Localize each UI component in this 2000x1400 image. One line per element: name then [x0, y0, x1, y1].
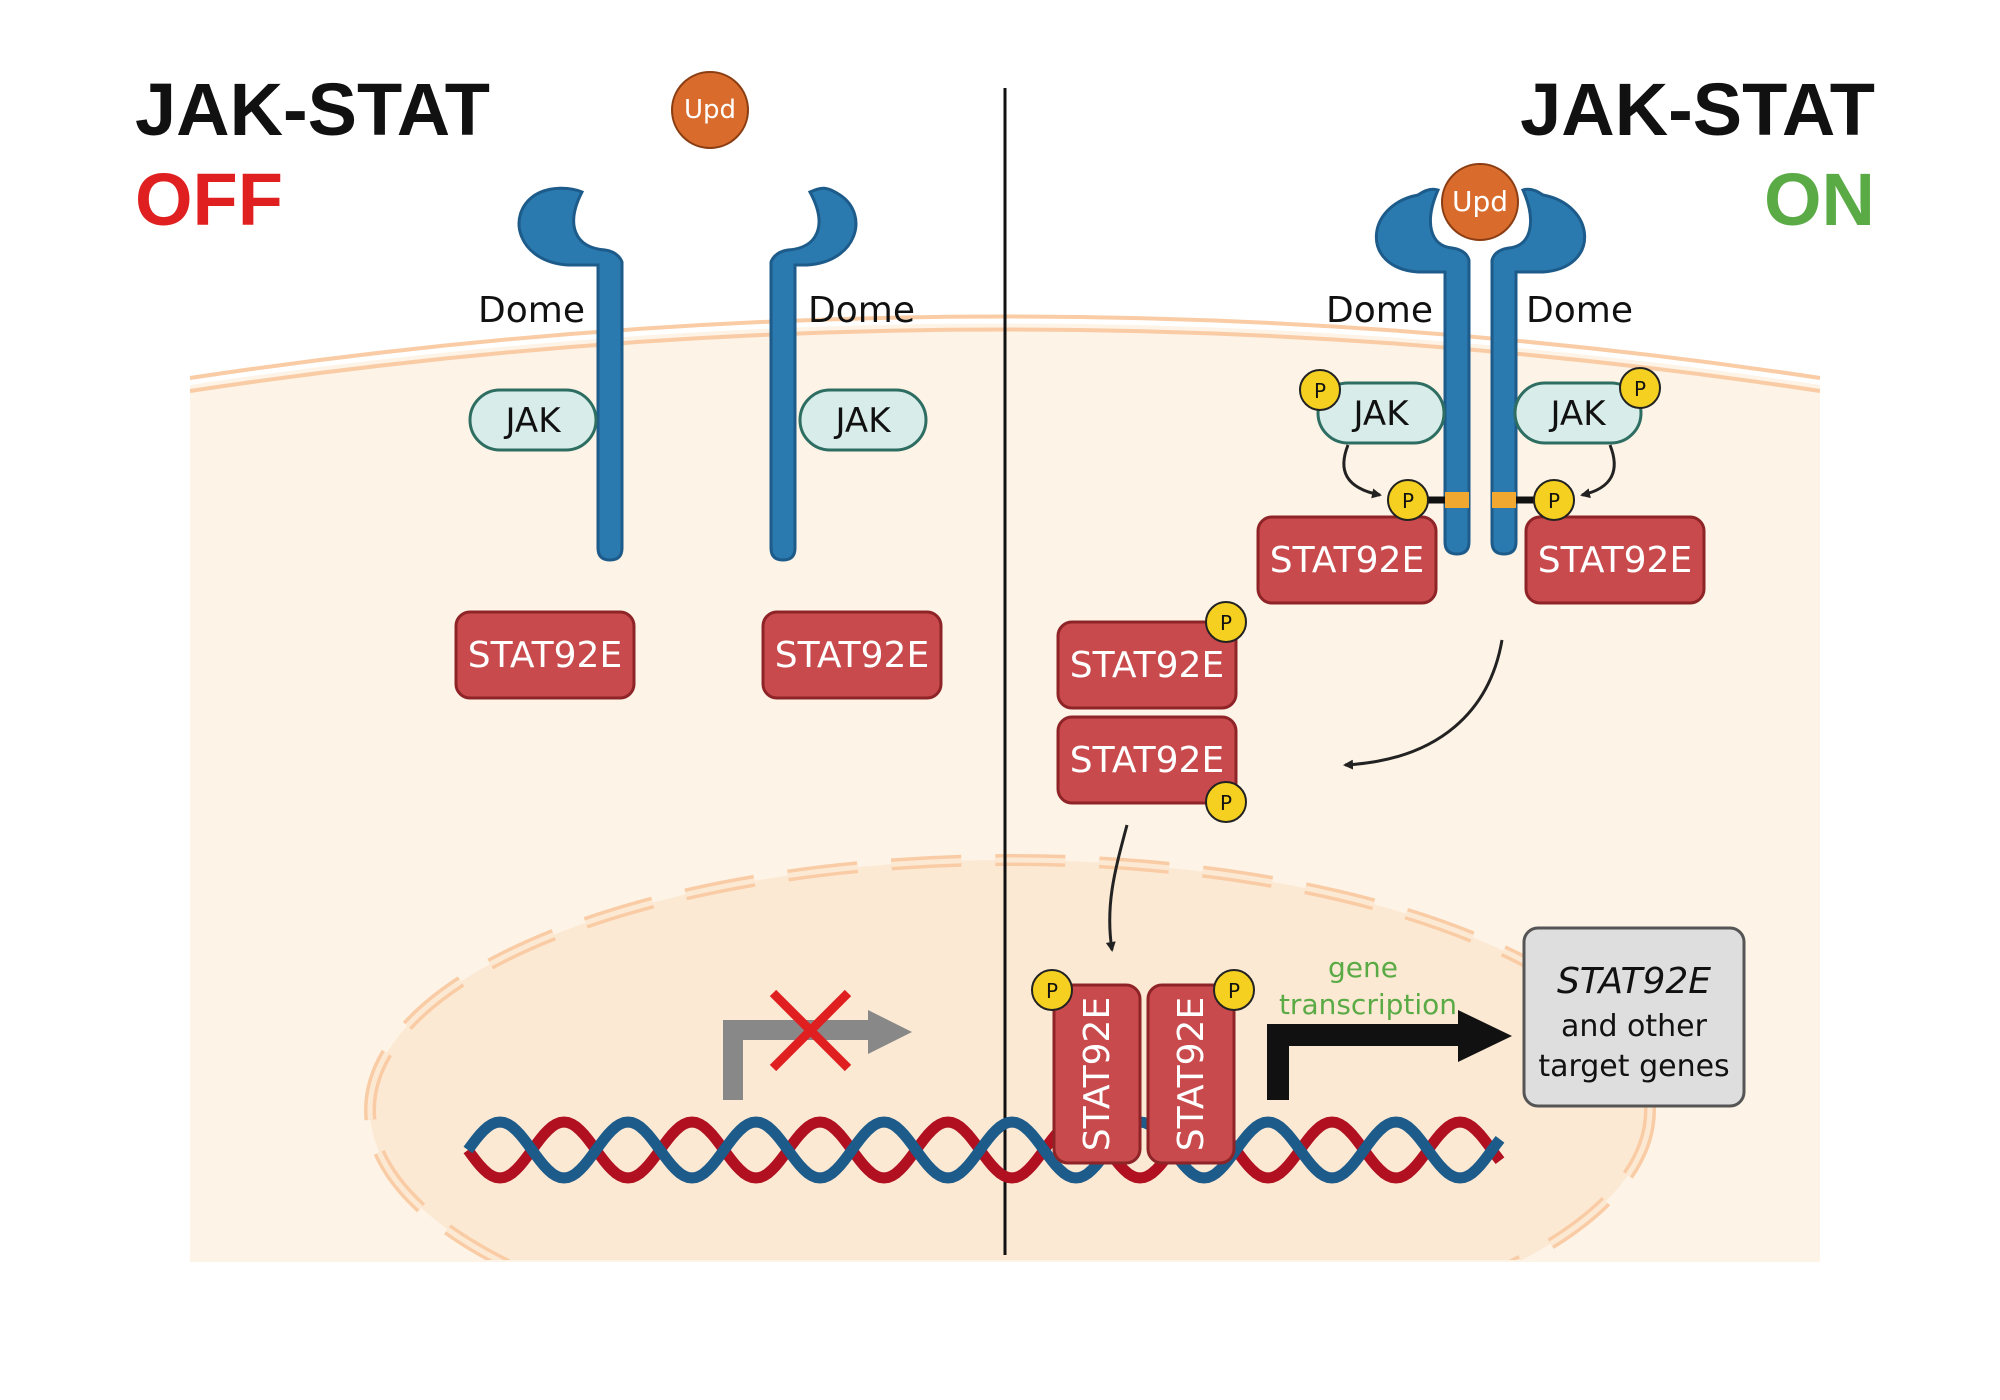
phospho-badge: P: [1619, 367, 1661, 409]
phospho-badge: P: [1031, 969, 1073, 1011]
svg-text:P: P: [1220, 611, 1232, 635]
dome-receptor-left-2: [769, 186, 858, 562]
svg-text:P: P: [1634, 377, 1646, 401]
svg-text:P: P: [1046, 979, 1058, 1003]
phospho-badge: P: [1205, 781, 1247, 823]
nucleus: [364, 854, 1656, 1260]
phospho-badge: P: [1205, 601, 1247, 643]
phospho-badge: P: [1533, 479, 1575, 521]
svg-text:JAK: JAK: [1352, 394, 1411, 434]
svg-text:STAT92E: STAT92E: [468, 635, 622, 676]
phospho-badge: P: [1213, 969, 1255, 1011]
svg-text:P: P: [1228, 979, 1240, 1003]
dome-label-right-2: Dome: [1526, 290, 1633, 331]
svg-text:STAT92E: STAT92E: [1171, 997, 1212, 1151]
jak-left-2: JAK: [798, 388, 928, 452]
svg-text:JAK: JAK: [834, 401, 893, 441]
svg-text:STAT92E: STAT92E: [1538, 540, 1692, 581]
red-x-icon: [769, 989, 852, 1072]
nuclear-import-arrow: [1105, 824, 1129, 952]
stat92e-right-2: STAT92E: [1524, 515, 1706, 605]
dome-label-right-1: Dome: [1326, 290, 1433, 331]
dna-helix: [463, 1116, 1505, 1184]
upd-ligand-free: Upd: [671, 71, 749, 149]
stat92e-dna-bound-1: STAT92E: [1052, 983, 1142, 1165]
svg-text:target genes: target genes: [1538, 1049, 1729, 1084]
dome-receptor-left-1: [517, 186, 624, 562]
left-title: JAK-STAT: [135, 68, 490, 151]
svg-text:Upd: Upd: [1452, 185, 1508, 218]
svg-text:P: P: [1220, 791, 1232, 815]
svg-text:P: P: [1314, 379, 1326, 403]
right-state-on: ON: [1764, 158, 1875, 241]
svg-text:P: P: [1402, 489, 1414, 513]
target-genes-box: STAT92E and other target genes: [1522, 926, 1746, 1108]
dome-label-left-2: Dome: [808, 290, 915, 331]
jak-phosphorylation-arrow-2: [1580, 444, 1616, 499]
gene-transcription-label-2: transcription: [1279, 988, 1457, 1021]
stat92e-dna-bound-2: STAT92E: [1146, 983, 1236, 1165]
stat92e-right-1: STAT92E: [1256, 515, 1438, 605]
svg-text:and other: and other: [1561, 1009, 1708, 1044]
dome-receptor-right-2: [1490, 187, 1587, 556]
jak-right-2: JAK: [1513, 381, 1643, 445]
jak-phosphorylation-arrow-1: [1342, 444, 1382, 499]
svg-text:STAT92E: STAT92E: [775, 635, 929, 676]
transcription-arrow: [1267, 1010, 1512, 1100]
dimerization-arrow: [1343, 639, 1504, 770]
svg-text:JAK: JAK: [504, 401, 563, 441]
dome-label-left-1: Dome: [478, 290, 585, 331]
left-state-off: OFF: [135, 158, 283, 241]
svg-text:P: P: [1548, 489, 1560, 513]
svg-text:STAT92E: STAT92E: [1070, 740, 1224, 781]
dome-receptor-right-1: [1374, 187, 1471, 556]
jak-right-1: JAK: [1316, 381, 1446, 445]
phospho-badge: P: [1387, 479, 1429, 521]
svg-text:Upd: Upd: [684, 95, 736, 125]
right-title: JAK-STAT: [1520, 68, 1875, 151]
svg-text:JAK: JAK: [1549, 394, 1608, 434]
stat92e-dimer-1: STAT92E: [1056, 620, 1238, 710]
stat92e-left-2: STAT92E: [761, 610, 943, 700]
phospho-badges: P P P P P P P P: [1031, 367, 1661, 1011]
blocked-transcription-arrow: [723, 1010, 912, 1100]
stat92e-dimer-2: STAT92E: [1056, 715, 1238, 805]
jak-left-1: JAK: [468, 388, 598, 452]
svg-text:STAT92E: STAT92E: [1077, 997, 1118, 1151]
stat92e-left-1: STAT92E: [454, 610, 636, 700]
phospho-badge: P: [1299, 369, 1341, 411]
gene-transcription-label-1: gene: [1328, 951, 1398, 984]
svg-text:STAT92E: STAT92E: [1557, 961, 1711, 1002]
svg-text:STAT92E: STAT92E: [1270, 540, 1424, 581]
upd-ligand-bound: Upd: [1441, 163, 1519, 241]
svg-text:STAT92E: STAT92E: [1070, 645, 1224, 686]
